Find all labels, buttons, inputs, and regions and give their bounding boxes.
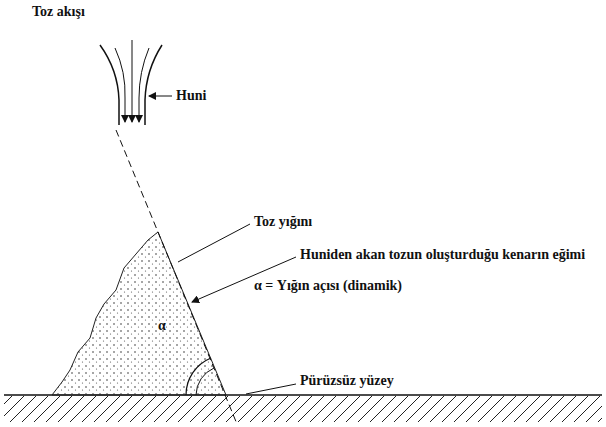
leader-line [149,96,172,97]
angle-arc [186,358,211,395]
angle-symbol: α [158,318,166,334]
leader-line [178,224,250,262]
leader-line [246,384,296,394]
pile-label: Toz yığını [254,214,312,230]
slope-label: Huniden akan tozun oluşturduğu kenarın e… [300,247,585,263]
funnel-wall [100,45,119,125]
surface-label: Pürüzsüz yüzey [300,373,394,389]
slope-line [116,130,237,424]
angle-label: α = Yığın açısı (dinamik) [254,278,402,294]
flow-label: Toz akışı [32,4,85,20]
flow-arrow [115,48,125,122]
flow-arrow [139,48,149,122]
ground-hatch [4,396,602,422]
funnel-wall [145,45,162,125]
flow-arrow [132,40,133,122]
funnel-label: Huni [176,88,206,104]
powder-pile [52,232,226,395]
angle-arc [196,368,214,395]
